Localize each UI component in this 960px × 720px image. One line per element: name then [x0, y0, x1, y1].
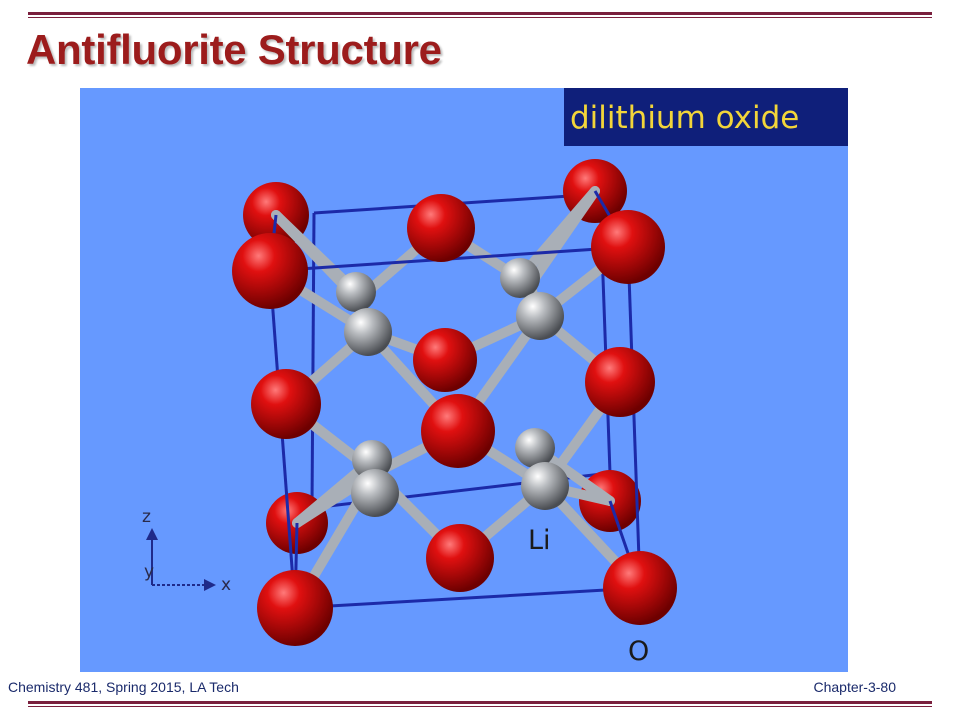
oxygen-atom [426, 524, 494, 592]
axes-indicator: z y x [142, 507, 231, 595]
top-rule [28, 12, 932, 18]
axis-label-y: y [144, 562, 154, 582]
slide-title: Antifluorite Structure [26, 26, 442, 73]
oxygen-atom [585, 347, 655, 417]
lithium-atom [516, 292, 564, 340]
compound-label-text: dilithium oxide [570, 100, 799, 136]
lithium-atom [351, 469, 399, 517]
course-footer: Chemistry 481, Spring 2015, LA Tech [8, 679, 239, 695]
oxygen-atom [421, 394, 495, 468]
oxygen-atom [257, 570, 333, 646]
oxygen-atom [603, 551, 677, 625]
lithium-atom [344, 308, 392, 356]
lithium-atom [515, 428, 555, 468]
oxygen-atom [413, 328, 477, 392]
lithium-atom [500, 258, 540, 298]
slide-number: Chapter-3-80 [813, 679, 897, 695]
oxygen-atom [407, 194, 475, 262]
oxygen-atom [251, 369, 321, 439]
oxygen-atom [591, 210, 665, 284]
bottom-rule [28, 701, 932, 707]
compound-label-box [564, 88, 848, 146]
oxygen-atom [232, 233, 308, 309]
lithium-atoms [336, 258, 569, 517]
axis-label-x: x [221, 575, 231, 595]
lithium-atom [352, 440, 392, 480]
compound-label: dilithium oxide [564, 88, 848, 146]
oxygen-label: O [628, 636, 649, 667]
lithium-atom [336, 272, 376, 312]
lithium-atom [521, 462, 569, 510]
axis-label-z: z [142, 507, 151, 527]
lithium-label: Li [528, 525, 551, 556]
oxygen-atoms-front [232, 194, 677, 646]
crystal-structure-figure: dilithium oxide [80, 88, 848, 672]
